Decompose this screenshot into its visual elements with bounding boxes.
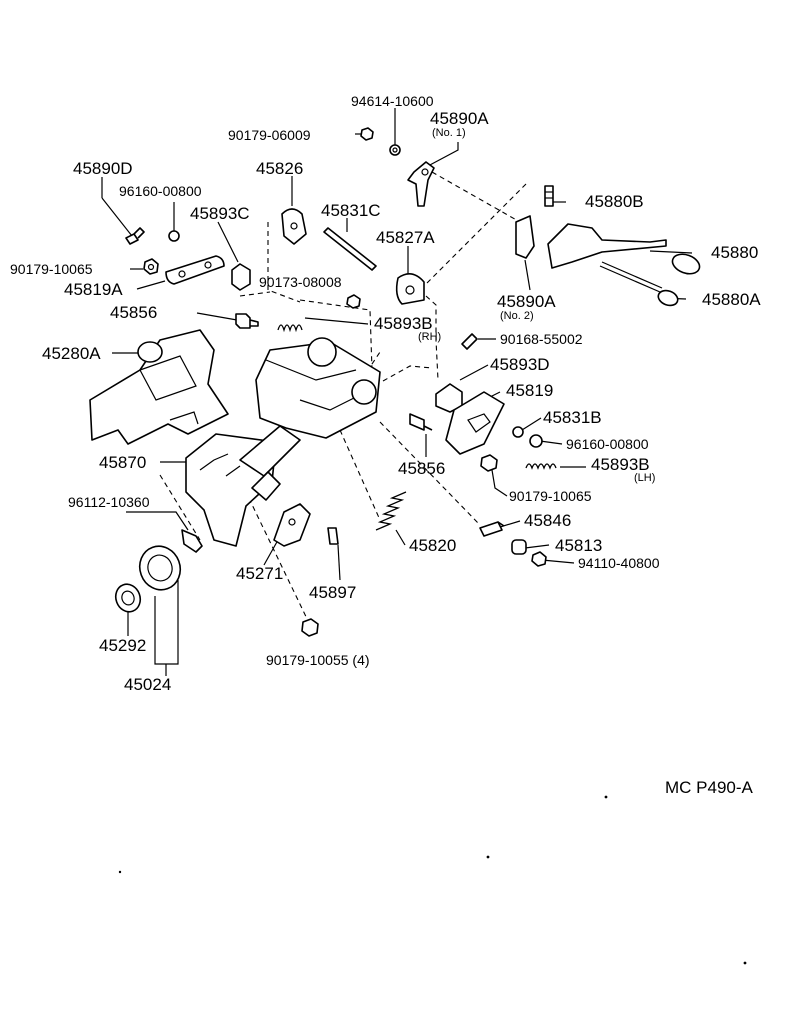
bolt-45880B: [544, 185, 554, 207]
washer-96160-00800-b: [529, 434, 543, 448]
bolt-45897: [327, 527, 339, 545]
label-45893C: 45893C: [190, 204, 250, 223]
washer-45831B: [512, 426, 524, 438]
label-45870: 45870: [99, 453, 147, 472]
label-90179-10065-a: 90179-10065: [10, 261, 93, 277]
tilt-lever-assembly: [547, 223, 701, 307]
nut-90173-08008: [346, 294, 361, 309]
leader-lines: [101, 108, 693, 676]
label-94110-40800: 94110-40800: [578, 555, 660, 571]
label-94614-10600: 94614-10600: [351, 93, 434, 109]
knob-45880: [671, 253, 701, 275]
label-45893B-lh-note: (LH): [634, 472, 656, 484]
label-45897: 45897: [309, 583, 357, 602]
label-45819A: 45819A: [64, 280, 123, 299]
nut-90179-06009: [360, 127, 374, 141]
label-45819: 45819: [506, 381, 554, 400]
label-90179-10065-b: 90179-10065: [509, 488, 592, 504]
label-45890A-no1: 45890A: [430, 109, 489, 128]
bracket-45280A: [89, 329, 229, 445]
label-45890D: 45890D: [73, 159, 133, 178]
nut-90179-10065-b: [480, 454, 498, 472]
medium-parts: [165, 161, 535, 547]
label-45024: 45024: [124, 675, 172, 694]
label-45846: 45846: [524, 511, 572, 530]
label-45826: 45826: [256, 159, 304, 178]
label-45856-a: 45856: [110, 303, 158, 322]
label-45271: 45271: [236, 564, 284, 583]
knob-45880A: [657, 289, 679, 307]
label-90179-10055: 90179-10055 (4): [266, 652, 370, 668]
label-45890A-no2-note: (No. 2): [500, 310, 534, 322]
nut-94614-10600: [389, 144, 401, 156]
cap-45813: [511, 539, 527, 555]
label-45880A: 45880A: [702, 290, 761, 309]
spring-45893B-lh: [525, 463, 557, 470]
label-90179-06009: 90179-06009: [228, 127, 311, 143]
label-90168-55002: 90168-55002: [500, 331, 583, 347]
switch-45856-b: [409, 413, 433, 431]
springs: [277, 324, 557, 531]
label-45890A-no2: 45890A: [497, 292, 556, 311]
steering-column-main: [185, 337, 381, 547]
spring-45820: [375, 491, 407, 531]
washer-96160-00800-a: [168, 230, 180, 242]
plate-45819: [445, 391, 505, 455]
cam-45827A: [395, 273, 425, 305]
assembly-dashed-lines: [159, 171, 527, 626]
lever-45890A-no1: [407, 161, 435, 207]
link-45819A: [165, 255, 225, 285]
clip-96112-10360: [181, 529, 203, 553]
label-45280A: 45280A: [42, 344, 101, 363]
clip-45890D: [125, 227, 145, 245]
bearing-45024: [114, 545, 182, 613]
scan-specks: [118, 795, 747, 965]
label-45292: 45292: [99, 636, 147, 655]
spring-45893B-rh: [277, 324, 303, 333]
cam-45826: [281, 208, 307, 245]
pin-45831C: [323, 227, 377, 271]
lever-45890A-no2: [515, 215, 535, 259]
label-96160-00800-b: 96160-00800: [566, 436, 649, 452]
label-45890A-no1-note: (No. 1): [432, 127, 466, 139]
lever-45880: [547, 223, 667, 269]
label-96112-10360: 96112-10360: [68, 494, 150, 510]
label-45831B: 45831B: [543, 408, 602, 427]
nut-90179-10055: [301, 618, 319, 637]
nut-90179-10065-a: [143, 258, 159, 275]
label-45813: 45813: [555, 536, 603, 555]
label-45831C: 45831C: [321, 201, 381, 220]
diagram-code: MC P490-A: [665, 778, 753, 797]
label-45893B-lh: 45893B: [591, 455, 650, 474]
label-45820: 45820: [409, 536, 457, 555]
label-45893B-rh-note: (RH): [418, 331, 442, 343]
fasteners: [125, 127, 554, 637]
label-45880B: 45880B: [585, 192, 644, 211]
label-90173-08008: 90173-08008: [259, 274, 342, 290]
label-45893B-rh: 45893B: [374, 314, 433, 333]
bushing-45893C: [231, 263, 251, 291]
label-45856-b: 45856: [398, 459, 446, 478]
bearing-45292: [114, 583, 142, 613]
screw-90168-55002: [461, 333, 478, 350]
label-96160-00800-a: 96160-00800: [119, 183, 202, 199]
bolt-45846: [479, 521, 505, 537]
label-45880: 45880: [711, 243, 759, 262]
label-45827A: 45827A: [376, 228, 435, 247]
label-45893D: 45893D: [490, 355, 550, 374]
switch-45856-a: [235, 313, 259, 329]
nut-94110-40800: [531, 551, 547, 567]
